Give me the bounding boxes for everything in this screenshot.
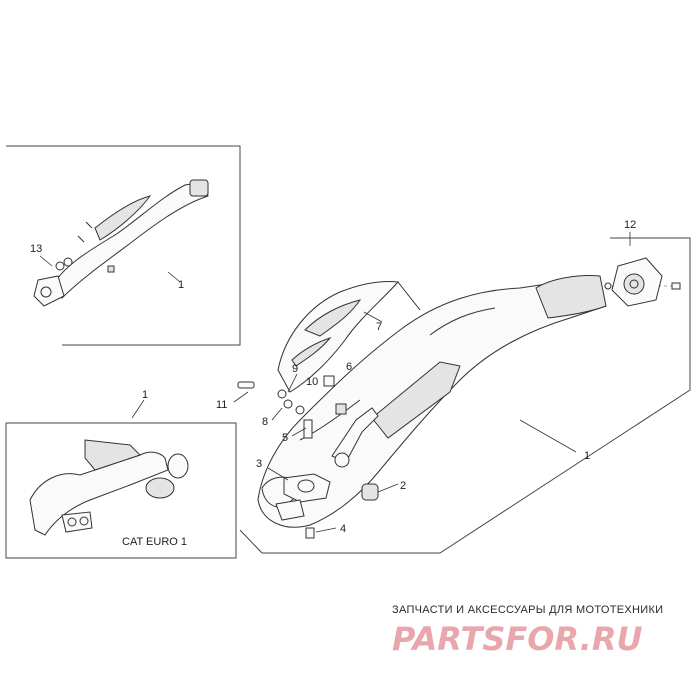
callout-8: 8 [262, 416, 268, 428]
callout-7: 7 [376, 321, 382, 333]
callout-12: 12 [624, 219, 636, 231]
variant-label: CAT EURO 1 [122, 536, 187, 548]
callout-2: 2 [400, 480, 406, 492]
watermark-logo-text: PARTSFOR.RU [392, 620, 642, 658]
watermark-tagline: ЗАПЧАСТИ И АКСЕССУАРЫ ДЛЯ МОТОТЕХНИКИ [392, 604, 664, 616]
callout-1-left: 1 [142, 389, 148, 401]
heat-shield [277, 281, 421, 393]
callout-1-top: 1 [178, 279, 184, 291]
watermark-logo: PARTSFOR.RU [392, 620, 642, 658]
callout-10: 10 [306, 376, 318, 388]
end-cap [604, 257, 681, 307]
callout-11: 11 [216, 399, 227, 411]
callout-1-main: 1 [584, 450, 590, 462]
leader-lines [131, 232, 631, 533]
callouts: 1 13 12 7 6 10 9 11 8 5 3 2 4 1 1 [30, 219, 636, 535]
inset-top-left [6, 145, 241, 346]
callout-6: 6 [346, 361, 352, 373]
callout-3: 3 [256, 458, 262, 470]
hardware [237, 375, 379, 539]
callout-5: 5 [282, 432, 288, 444]
callout-9: 9 [292, 363, 298, 375]
exhaust-flange [261, 473, 331, 521]
callout-13: 13 [30, 243, 42, 255]
inset-cat-euro: CAT EURO 1 [5, 422, 237, 559]
callout-4: 4 [340, 523, 346, 535]
mounting-bracket [331, 407, 379, 468]
